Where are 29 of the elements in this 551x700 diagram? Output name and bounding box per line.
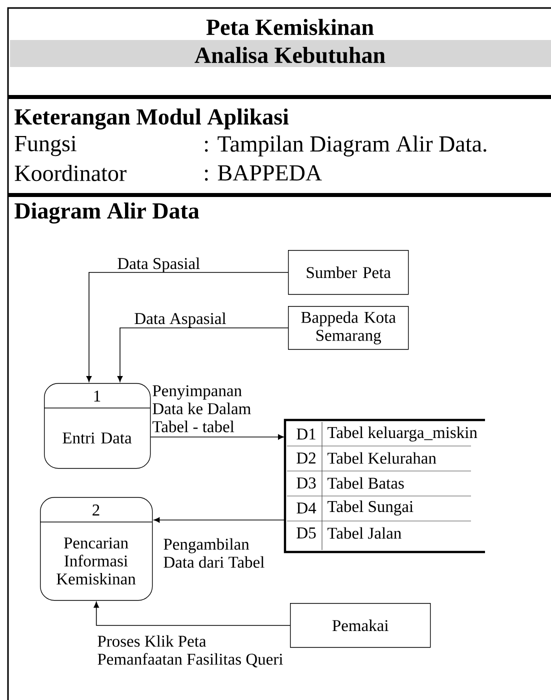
arrow bbox=[154, 517, 286, 523]
edge-label: Data Spasial bbox=[118, 258, 200, 272]
field-value: : Tampilan Diagram Alir Data. bbox=[205, 136, 486, 156]
field-value: : BAPPEDA bbox=[205, 165, 322, 181]
external-entity-box: Sumber Peta bbox=[288, 250, 409, 295]
process-box: 1 Entri Data bbox=[44, 383, 151, 469]
data-store-row: D5 Tabel Jalan bbox=[296, 520, 402, 550]
field-label: Koordinator bbox=[14, 164, 126, 182]
title: Peta Kemiskinan bbox=[206, 18, 374, 36]
external-entity-box: Bappeda Kota Semarang bbox=[288, 306, 409, 350]
arrow bbox=[150, 434, 284, 440]
edge-label: Pengambilan Data dari Tabel bbox=[164, 538, 264, 568]
edge-label: Data Aspasial bbox=[134, 312, 226, 328]
heading: Keterangan Modul Aplikasi bbox=[14, 108, 289, 130]
external-entity-box: Pemakai bbox=[290, 603, 431, 648]
data-store-row: D1 Tabel keluarga_miskin bbox=[286, 422, 478, 446]
process-box: 2 Pencarian Informasi Kemiskinan bbox=[40, 497, 153, 601]
arrow bbox=[86, 272, 288, 382]
data-store-row: D2 Tabel Kelurahan bbox=[286, 446, 472, 472]
edge-label: Penyimpanan Data ke Dalam Tabel - tabel bbox=[152, 385, 251, 432]
edge-label: Proses Klik Peta Pemanfaatan Fasilitas Queri bbox=[98, 635, 283, 668]
heading: Diagram Alir Data bbox=[14, 202, 200, 224]
data-store bbox=[284, 418, 485, 554]
data-store-row: D4 Tabel Sungai bbox=[286, 496, 472, 522]
arrow bbox=[94, 602, 290, 626]
field-label: Fungsi bbox=[14, 136, 76, 156]
heading: Analisa Kebutuhan bbox=[194, 46, 386, 64]
data-store-row: D3 Tabel Batas bbox=[286, 470, 472, 496]
arrow bbox=[117, 327, 288, 382]
